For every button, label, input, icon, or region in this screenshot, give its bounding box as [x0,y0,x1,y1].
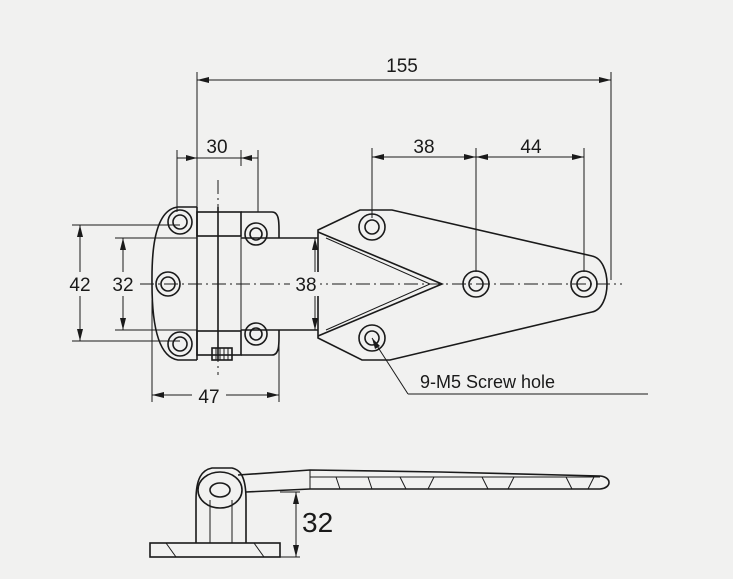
knuckle-top [196,211,242,237]
side-view [149,467,610,558]
hole-base-middle [155,271,181,297]
dimension-38-label: 38 [413,137,434,158]
dimension-30-label: 30 [206,137,227,158]
dimension-44-label: 44 [520,137,542,158]
dimension-side-32-label: 32 [302,507,333,538]
screw-hole-leader: 9-M5 Screw hole [371,337,648,395]
dimension-32-label: 32 [112,275,133,296]
dimension-155-label: 155 [386,56,418,77]
dimension-38-44: 38 44 [371,137,585,272]
set-screw [211,347,233,361]
hole-knuckle-top [244,222,268,246]
dimension-32: 32 [108,237,197,331]
hole-base-bottom [167,331,193,357]
side-strap [237,469,610,493]
hole-base-top [167,209,193,235]
dimension-47-label: 47 [198,387,219,408]
dimension-155: 155 [196,56,612,280]
dimension-42: 42 [66,224,180,342]
hole-knuckle-bottom [244,322,268,346]
dimension-strap-38-label: 38 [295,275,316,296]
dimension-30: 30 [176,137,259,212]
screw-hole-note: 9-M5 Screw hole [420,372,555,392]
v-plate-outline [317,209,608,361]
dimension-side-32: 32 [280,491,333,558]
hole-strap-bottom [358,324,386,352]
side-knuckle [197,471,243,509]
side-base-foot [149,542,281,558]
top-view [140,180,622,375]
side-upright [195,467,247,543]
knuckle-bottom [196,330,242,356]
dimension-47: 47 [151,300,280,408]
dimension-strap-38: 38 [290,238,320,330]
dimension-42-label: 42 [69,275,90,296]
